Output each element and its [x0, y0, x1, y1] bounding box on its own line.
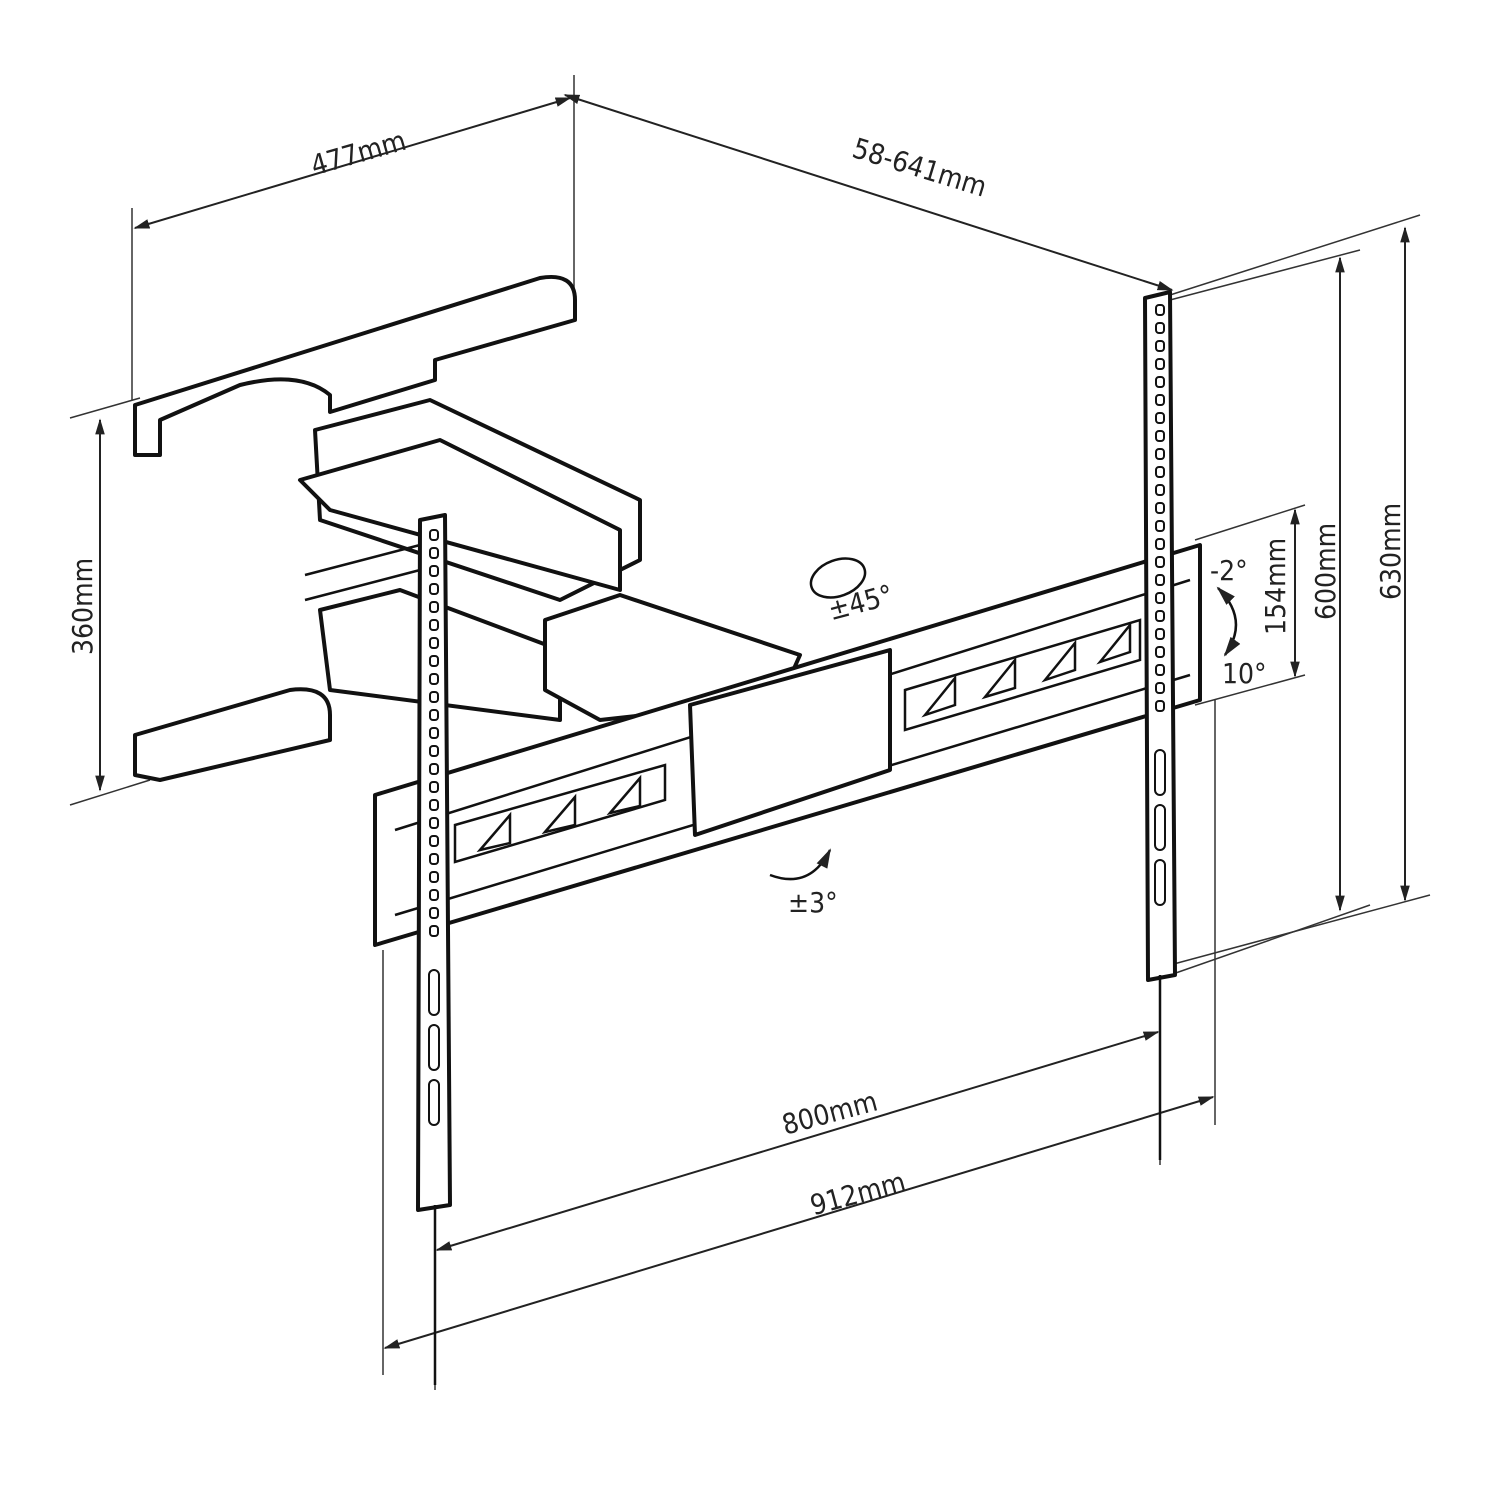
rail-hole [429, 583, 439, 595]
rail-hole [1155, 664, 1165, 676]
rail-hole [429, 637, 439, 649]
rail-hole [429, 691, 439, 703]
rail-hole [429, 763, 439, 775]
rail-hole [429, 835, 439, 847]
rail-hole [1155, 376, 1165, 388]
rail-hole [1155, 322, 1165, 334]
rail-hole [429, 601, 439, 613]
rail-hole [429, 655, 439, 667]
rail-hole [1155, 520, 1165, 532]
rail-hole [1155, 430, 1165, 442]
rail-hole [1155, 502, 1165, 514]
rail-hole [429, 529, 439, 541]
rail-hole [429, 709, 439, 721]
rail-hole [1155, 700, 1165, 712]
rail-hole [429, 547, 439, 559]
rail-hole [429, 781, 439, 793]
rail-hole [429, 727, 439, 739]
rail-slot [1154, 859, 1166, 906]
rail-hole [1155, 538, 1165, 550]
rail-hole [1155, 466, 1165, 478]
rail-hole [1155, 304, 1165, 316]
rail-hole [429, 799, 439, 811]
label-tilt-up: -2° [1210, 554, 1248, 587]
label-154: 154mm [1259, 538, 1292, 635]
dimension-lines [95, 94, 1410, 1349]
rail-hole [1155, 628, 1165, 640]
tilt-arrow-icon [1216, 586, 1241, 657]
rail-hole [1155, 412, 1165, 424]
rail-hole [429, 925, 439, 937]
label-swivel: ±45° [825, 578, 897, 627]
level-arrow-icon [769, 848, 832, 881]
rail-hole [1155, 574, 1165, 586]
rail-slot [428, 969, 440, 1016]
label-800: 800mm [779, 1085, 881, 1142]
label-360: 360mm [66, 558, 99, 655]
rail-slot [1154, 804, 1166, 851]
rail-hole [429, 745, 439, 757]
rail-hole [1155, 358, 1165, 370]
rail-hole [429, 619, 439, 631]
rail-slot [428, 1079, 440, 1126]
rail-hole [1155, 610, 1165, 622]
rail-hole [429, 817, 439, 829]
rail-hole [1155, 682, 1165, 694]
rail-slot [428, 1024, 440, 1071]
swivel-arrow-icon [809, 557, 867, 599]
label-level: ±3° [788, 886, 838, 919]
rail-hole [1155, 556, 1165, 568]
cross-bar [373, 543, 1202, 947]
rail-hole [1155, 448, 1165, 460]
rail-holes [428, 304, 1166, 1126]
label-600: 600mm [1309, 523, 1342, 620]
rail-hole [429, 871, 439, 883]
label-tilt-down: 10° [1222, 657, 1267, 690]
rail-hole [1155, 592, 1165, 604]
rail-hole [429, 673, 439, 685]
label-477: 477mm [307, 124, 409, 183]
rail-hole [429, 565, 439, 577]
rail-hole [429, 853, 439, 865]
label-630: 630mm [1374, 503, 1407, 600]
rail-hole [1155, 646, 1165, 658]
rail-hole [429, 889, 439, 901]
label-912: 912mm [807, 1165, 909, 1222]
rail-hole [1155, 394, 1165, 406]
rail-slot [1154, 749, 1166, 796]
wall-plate [133, 275, 802, 782]
rail-hole [1155, 340, 1165, 352]
rail-hole [429, 907, 439, 919]
rail-hole [1155, 484, 1165, 496]
